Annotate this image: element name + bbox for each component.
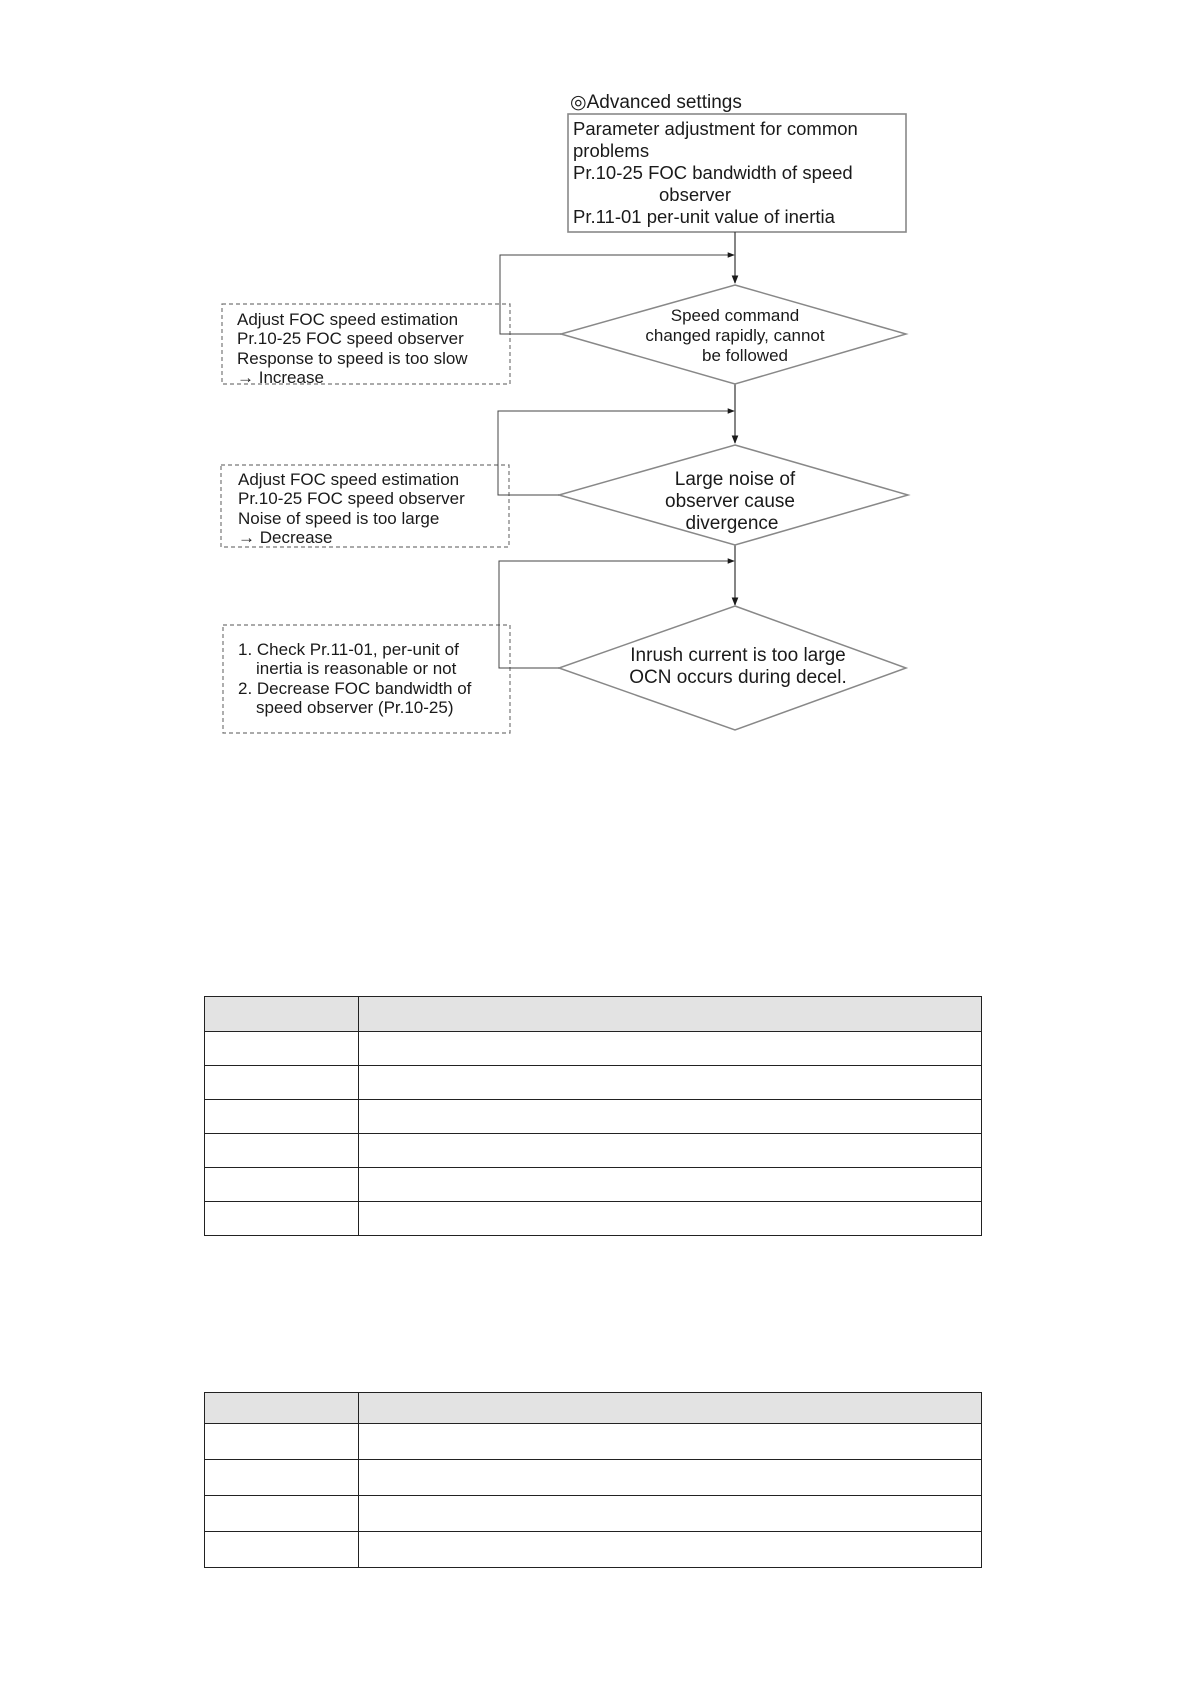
decision-diamond-3 [556, 605, 909, 731]
decision-diamond-1 [558, 284, 909, 385]
action-1-line-4: → Increase [237, 368, 324, 387]
action-2-line-2: Pr.10-25 FOC speed observer [238, 489, 465, 508]
table-cell [204, 1201, 359, 1236]
action-3-line-3: 2. Decrease FOC bandwidth of [238, 679, 472, 698]
flowchart-title: ◎Advanced settings [570, 92, 742, 113]
table-cell [204, 1099, 359, 1134]
start-box-line-1: Parameter adjustment for common [573, 118, 858, 139]
table-cell [204, 1531, 359, 1568]
table-cell [358, 1031, 982, 1066]
table-row [204, 1201, 982, 1236]
table-cell [358, 1531, 982, 1568]
table-row [204, 1495, 982, 1532]
decision-1-line-1: Speed command [671, 306, 800, 325]
loop-connector-2 [497, 408, 735, 496]
action-1-line-2: Pr.10-25 FOC speed observer [237, 329, 464, 348]
decision-2-line-2: observer cause [665, 491, 795, 512]
action-box-2 [220, 464, 510, 548]
table-cell [358, 1099, 982, 1134]
decision-3-line-1: Inrush current is too large [630, 645, 845, 666]
decision-1-line-3: be followed [702, 346, 788, 365]
table-row [204, 1531, 982, 1568]
table-cell [204, 1065, 359, 1100]
action-box-3 [222, 624, 511, 734]
start-box-line-4: observer [659, 184, 731, 205]
action-1-line-1: Adjust FOC speed estimation [237, 310, 458, 329]
action-2-line-3: Noise of speed is too large [238, 509, 439, 528]
table-row [204, 1065, 982, 1100]
table-cell [358, 1133, 982, 1168]
decision-diamond-2 [556, 444, 911, 546]
start-box [567, 113, 907, 233]
table-cell [358, 1065, 982, 1100]
table-header-cell [204, 1392, 359, 1424]
parameter-table-1 [204, 996, 982, 1236]
loop-connector-3 [498, 558, 735, 669]
table-header-row [204, 996, 982, 1032]
action-1-line-3: Response to speed is too slow [237, 349, 468, 368]
table-row [204, 1031, 982, 1066]
table-cell [204, 1459, 359, 1496]
table-row [204, 1167, 982, 1202]
parameter-table-2 [204, 1392, 982, 1568]
table-cell [358, 1495, 982, 1532]
table-header-row [204, 1392, 982, 1424]
table-cell [358, 1201, 982, 1236]
decision-3-line-2: OCN occurs during decel. [629, 667, 847, 688]
table-cell [204, 1133, 359, 1168]
advanced-settings-flowchart: ◎Advanced settings Parameter adjustment … [220, 92, 911, 734]
start-box-line-2: problems [573, 140, 649, 161]
table-cell [358, 1459, 982, 1496]
start-box-line-5: Pr.11-01 per-unit value of inertia [573, 206, 836, 227]
table-row [204, 1133, 982, 1168]
start-box-line-3: Pr.10-25 FOC bandwidth of speed [573, 162, 853, 183]
action-3-line-2: inertia is reasonable or not [256, 659, 457, 678]
table-row [204, 1099, 982, 1134]
table-header-cell [358, 996, 982, 1032]
action-3-line-4: speed observer (Pr.10-25) [256, 698, 454, 717]
decision-2-line-3: divergence [686, 513, 779, 534]
action-2-line-4: → Decrease [238, 528, 332, 547]
loop-connector-1 [499, 252, 735, 335]
action-3-line-1: 1. Check Pr.11-01, per-unit of [238, 640, 459, 659]
table-row [204, 1423, 982, 1460]
table-cell [204, 1423, 359, 1460]
decision-1-line-2: changed rapidly, cannot [645, 326, 825, 345]
table-cell [358, 1423, 982, 1460]
table-cell [204, 1031, 359, 1066]
decision-2-line-1: Large noise of [675, 469, 796, 490]
table-header-cell [358, 1392, 982, 1424]
table-cell [204, 1495, 359, 1532]
table-cell [204, 1167, 359, 1202]
action-2-line-1: Adjust FOC speed estimation [238, 470, 459, 489]
action-box-1 [221, 303, 511, 385]
table-header-cell [204, 996, 359, 1032]
table-cell [358, 1167, 982, 1202]
table-row [204, 1459, 982, 1496]
